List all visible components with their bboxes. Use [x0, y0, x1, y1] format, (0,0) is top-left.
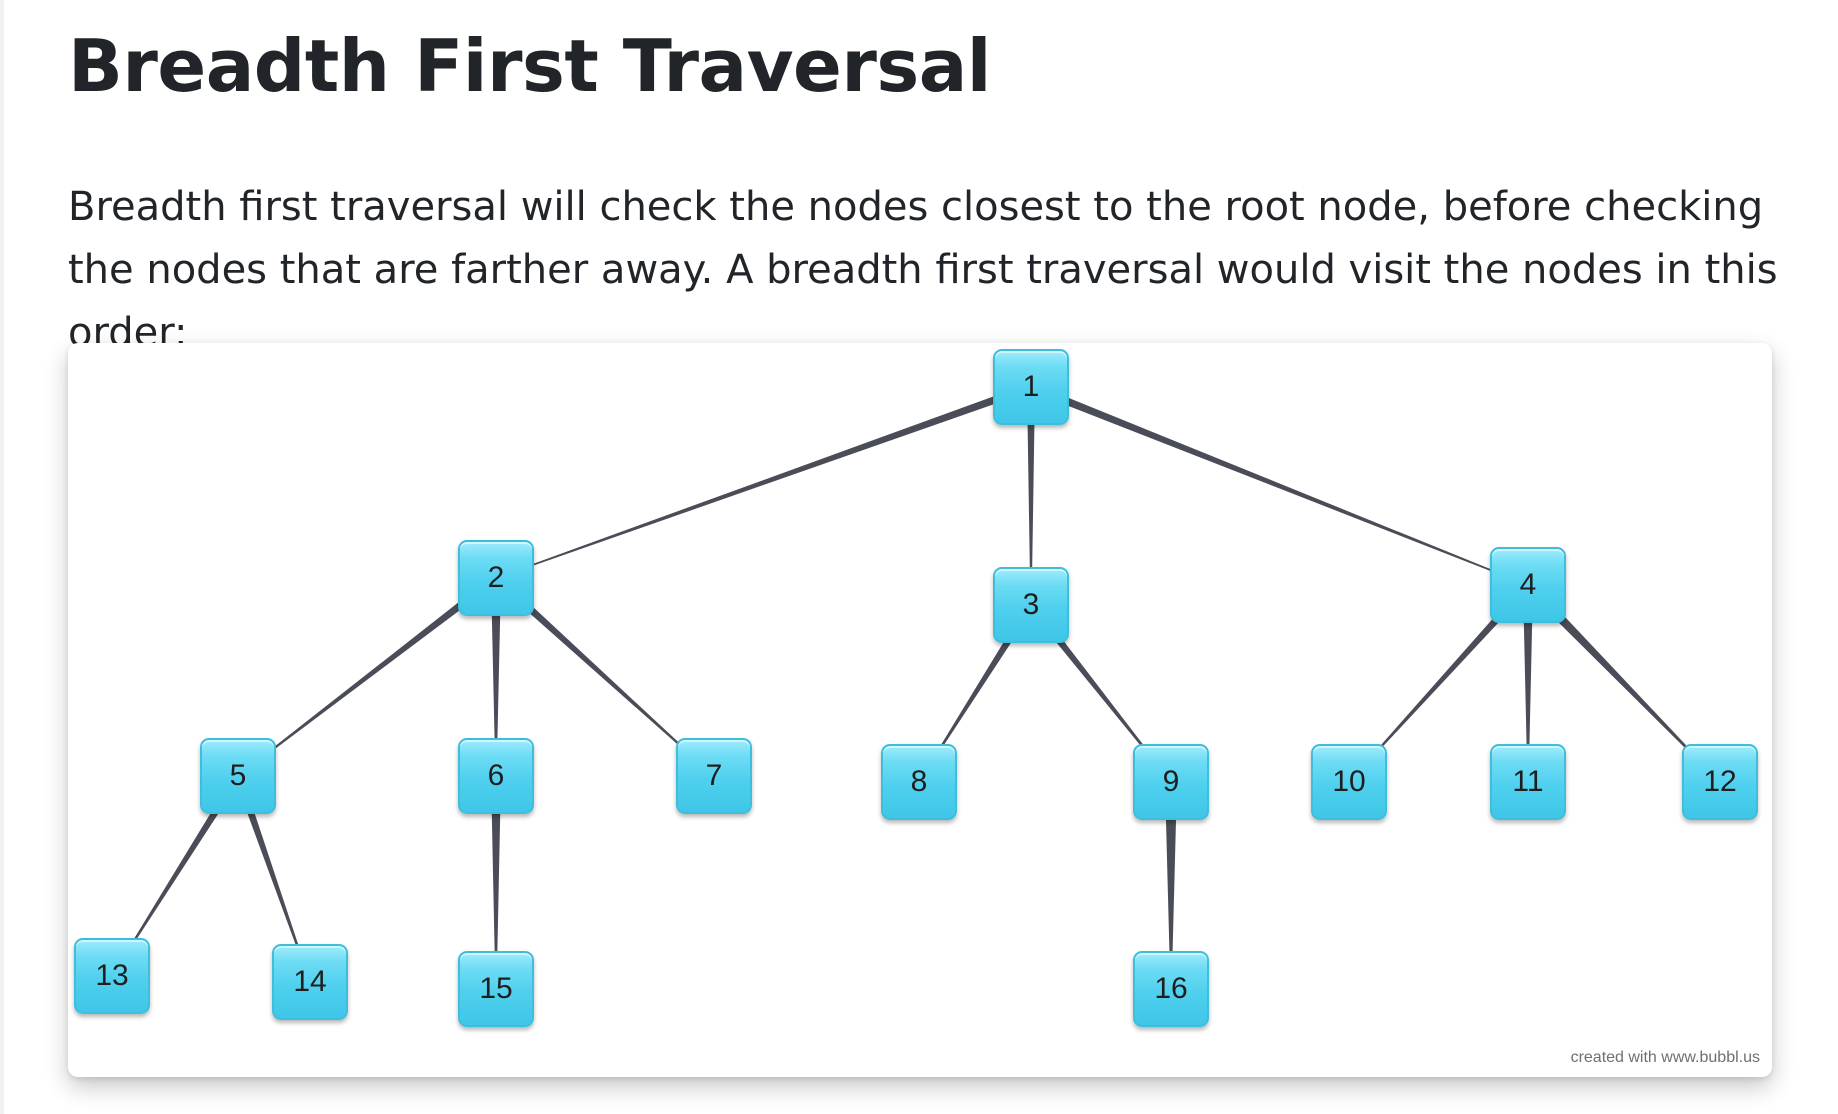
- tree-node-15[interactable]: 15: [458, 951, 534, 1027]
- tree-node-7[interactable]: 7: [676, 738, 752, 814]
- edge-5-13: [111, 773, 242, 977]
- edge-1-4: [1029, 383, 1529, 586]
- edge-2-5: [237, 574, 499, 777]
- edge-1-3: [1027, 387, 1035, 605]
- edge-5-14: [234, 774, 311, 983]
- tree-node-11[interactable]: 11: [1490, 744, 1566, 820]
- tree-node-12[interactable]: 12: [1682, 744, 1758, 820]
- tree-node-14[interactable]: 14: [272, 944, 348, 1020]
- tree-node-4[interactable]: 4: [1490, 547, 1566, 623]
- edge-1-2: [495, 383, 1033, 579]
- tree-node-13[interactable]: 13: [74, 938, 150, 1014]
- edge-3-8: [918, 602, 1035, 783]
- credit-text: created with www.bubbl.us: [1570, 1049, 1760, 1066]
- tree-node-16[interactable]: 16: [1133, 951, 1209, 1027]
- tree-node-1[interactable]: 1: [993, 349, 1069, 425]
- intro-paragraph: Breadth first traversal will check the n…: [68, 184, 1778, 356]
- tree-node-6[interactable]: 6: [458, 738, 534, 814]
- page-left-rule: [0, 0, 4, 1114]
- edge-6-15: [491, 776, 501, 989]
- edge-9-16: [1165, 782, 1177, 989]
- tree-node-5[interactable]: 5: [200, 738, 276, 814]
- edge-2-7: [493, 575, 715, 777]
- edge-4-12: [1524, 581, 1721, 783]
- tree-node-3[interactable]: 3: [993, 567, 1069, 643]
- edge-4-10: [1348, 582, 1531, 783]
- page-title: Breadth First Traversal: [68, 24, 992, 108]
- edge-layer: [111, 383, 1721, 989]
- edge-3-9: [1027, 602, 1172, 783]
- tree-node-10[interactable]: 10: [1311, 744, 1387, 820]
- tree-node-9[interactable]: 9: [1133, 744, 1209, 820]
- tree-node-8[interactable]: 8: [881, 744, 957, 820]
- edge-2-6: [491, 578, 501, 776]
- edge-4-11: [1523, 585, 1533, 782]
- tree-node-2[interactable]: 2: [458, 540, 534, 616]
